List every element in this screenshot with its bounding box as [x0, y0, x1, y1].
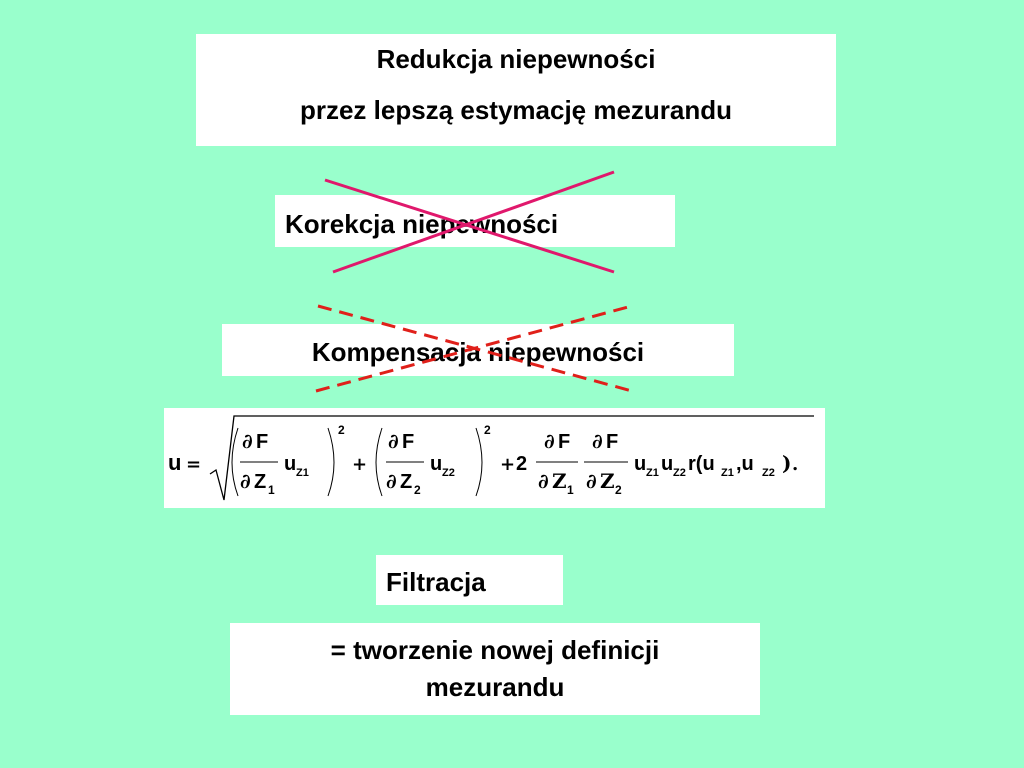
- plus-1: +: [352, 454, 367, 475]
- sqrt-sign: [209, 415, 814, 501]
- correction-label: Korekcja niepewności: [285, 209, 559, 239]
- u-Z1: u: [284, 453, 296, 475]
- partial-1: ∂: [242, 429, 253, 453]
- Z-1: Z: [254, 471, 266, 493]
- partial-4: ∂: [386, 469, 397, 493]
- u-Z2-b-sub: Z2: [673, 467, 686, 479]
- F-3: F: [558, 431, 570, 453]
- Z-2: Z: [400, 471, 412, 493]
- u-Z2-b: u: [661, 453, 673, 475]
- title-line-2: przez lepszą estymację mezurandu: [299, 95, 733, 125]
- exponent-2: 2: [484, 423, 491, 437]
- partial-8: ∂: [586, 469, 597, 493]
- paren-close-1: [327, 427, 335, 497]
- uncertainty-formula: u = ∂ F ∂ Z 1 u Z1 2 + ∂ F ∂ Z 2 u Z2 2 …: [168, 415, 814, 501]
- partial-7: ∂: [592, 429, 603, 453]
- u-Z2-sub: Z2: [442, 467, 455, 479]
- correlation-comma-u: ,u: [736, 453, 754, 475]
- correlation-close: ): [782, 451, 791, 475]
- paren-open-2: [375, 427, 383, 497]
- paren-close-2: [475, 427, 483, 497]
- partial-6: ∂: [538, 469, 549, 493]
- partial-2: ∂: [240, 469, 251, 493]
- correction-box: Korekcja niepewności: [275, 195, 675, 247]
- Z-3-sub: 1: [567, 483, 574, 497]
- F-1: F: [256, 431, 268, 453]
- coefficient: 2: [516, 453, 527, 475]
- compensation-box: Kompensacja niepewności: [222, 324, 734, 376]
- u-Z1-sub: Z1: [296, 467, 309, 479]
- compensation-label: Kompensacja niepewności: [311, 337, 645, 367]
- title-line-1: Redukcja niepewności: [376, 44, 656, 74]
- formula-box: u = ∂ F ∂ Z 1 u Z1 2 + ∂ F ∂ Z 2 u Z2 2 …: [164, 408, 825, 508]
- definition-line-2: mezurandu: [425, 672, 565, 702]
- corr-Z1-sub: Z1: [721, 467, 734, 479]
- corr-Z2-sub: Z2: [762, 467, 775, 479]
- formula-equals: =: [186, 454, 201, 475]
- formula-lhs: u: [168, 450, 181, 475]
- paren-open-1: [231, 427, 239, 497]
- filtration-box: Filtracja: [376, 555, 563, 605]
- Z-4: Z: [600, 469, 615, 493]
- Z-3: Z: [552, 469, 567, 493]
- F-2: F: [402, 431, 414, 453]
- filtration-label: Filtracja: [386, 567, 486, 597]
- title-box: Redukcja niepewności przez lepszą estyma…: [196, 34, 836, 146]
- Z-1-sub: 1: [268, 483, 275, 497]
- F-4: F: [606, 431, 618, 453]
- Z-2-sub: 2: [414, 483, 421, 497]
- u-Z2: u: [430, 453, 442, 475]
- partial-3: ∂: [388, 429, 399, 453]
- correlation-open: r(u: [688, 453, 715, 475]
- u-Z1-b: u: [634, 453, 646, 475]
- definition-line-1: = tworzenie nowej definicji: [330, 635, 660, 665]
- exponent-1: 2: [338, 423, 345, 437]
- plus-2: +: [500, 454, 515, 475]
- formula-end-dot: .: [792, 454, 798, 475]
- definition-box: = tworzenie nowej definicji mezurandu: [230, 623, 760, 715]
- Z-4-sub: 2: [615, 483, 622, 497]
- u-Z1-b-sub: Z1: [646, 467, 659, 479]
- partial-5: ∂: [544, 429, 555, 453]
